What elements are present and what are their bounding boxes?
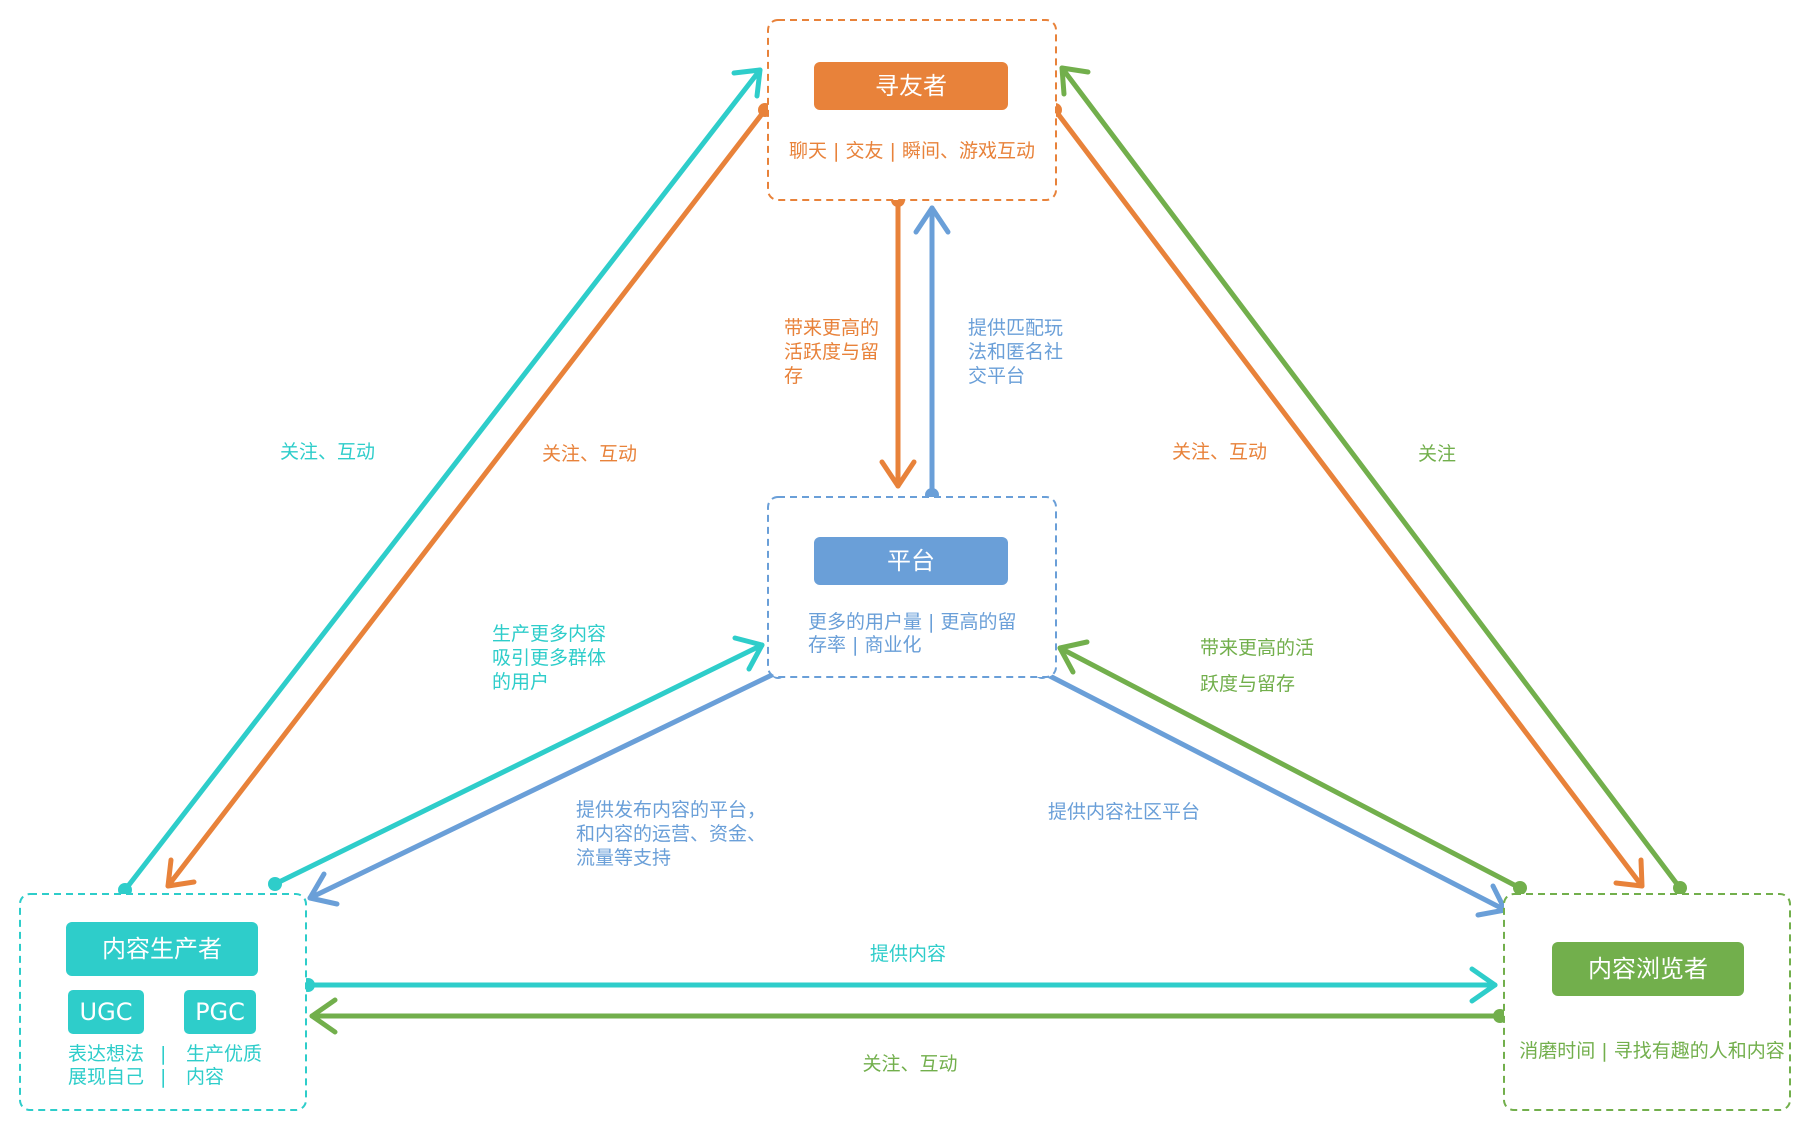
label-platform-to-producer-line-2: 和内容的运营、资金、 bbox=[576, 823, 766, 845]
label-producer-to-browser: 提供内容 bbox=[870, 943, 946, 965]
ugc-desc-line-2: 展现自己 bbox=[68, 1066, 144, 1088]
ugc-desc-line-1: 表达想法 bbox=[68, 1043, 144, 1065]
node-platform: 平台 更多的用户量 | 更高的留 存率 | 商业化 bbox=[767, 496, 1057, 678]
label-browser-to-seeker: 关注 bbox=[1418, 443, 1456, 465]
seeker-title-pill bbox=[814, 62, 1008, 110]
node-browser: 内容浏览者 消磨时间 | 寻找有趣的人和内容 bbox=[1503, 893, 1791, 1111]
pgc-tag-label: PGC bbox=[195, 998, 245, 1026]
arrow-producer-to-seeker bbox=[118, 67, 763, 897]
producer-desc-separator-2: | bbox=[160, 1066, 166, 1088]
pgc-tag bbox=[184, 990, 256, 1034]
arrow-platform-to-seeker bbox=[913, 205, 951, 502]
seeker-desc: 聊天 | 交友 | 瞬间、游戏互动 bbox=[789, 140, 1035, 162]
label-platform-to-seeker-line-2: 法和匿名社 bbox=[968, 341, 1063, 363]
node-producer: 内容生产者 UGC PGC 表达想法 展现自己 | | 生产优质 内容 bbox=[19, 893, 307, 1111]
arrow-seeker-to-producer bbox=[165, 103, 772, 889]
platform-title: 平台 bbox=[887, 547, 935, 575]
browser-frame bbox=[1503, 893, 1791, 1111]
arrow-seeker-to-platform bbox=[879, 193, 917, 489]
label-seeker-to-producer: 关注、互动 bbox=[542, 443, 637, 465]
label-seeker-to-browser: 关注、互动 bbox=[1172, 441, 1267, 463]
browser-title-pill bbox=[1552, 942, 1744, 996]
platform-desc-line-1: 更多的用户量 | 更高的留 bbox=[808, 611, 1016, 633]
edge-labels: 关注、互动 关注、互动 带来更高的 活跃度与留 存 提供匹配玩 法和匿名社 交平… bbox=[280, 317, 1456, 1075]
arrow-platform-to-browser bbox=[1035, 665, 1508, 918]
label-browser-to-platform-line-1: 带来更高的活 bbox=[1200, 637, 1314, 659]
node-seeker: 寻友者 聊天 | 交友 | 瞬间、游戏互动 bbox=[767, 19, 1057, 201]
platform-desc-line-2: 存率 | 商业化 bbox=[808, 634, 921, 656]
label-producer-to-seeker: 关注、互动 bbox=[280, 441, 375, 463]
label-seeker-to-platform-line-1: 带来更高的 bbox=[784, 317, 879, 339]
producer-desc-separator-1: | bbox=[160, 1043, 166, 1065]
pgc-desc-line-2: 内容 bbox=[186, 1066, 224, 1088]
label-platform-to-producer-line-1: 提供发布内容的平台， bbox=[576, 799, 766, 821]
label-platform-to-browser: 提供内容社区平台 bbox=[1048, 801, 1200, 823]
label-platform-to-seeker-line-3: 交平台 bbox=[968, 365, 1025, 387]
arrow-browser-to-platform bbox=[1057, 639, 1527, 895]
ugc-tag bbox=[68, 990, 144, 1034]
pgc-desc-line-1: 生产优质 bbox=[186, 1043, 262, 1065]
arrow-platform-to-producer bbox=[307, 665, 785, 907]
arrow-seeker-to-browser bbox=[1048, 103, 1645, 889]
platform-title-pill bbox=[814, 537, 1008, 585]
label-browser-to-platform-line-2: 跃度与留存 bbox=[1200, 673, 1295, 695]
label-producer-to-platform-line-2: 吸引更多群体 bbox=[492, 647, 606, 669]
label-browser-to-producer: 关注、互动 bbox=[862, 1053, 957, 1075]
browser-title: 内容浏览者 bbox=[1588, 955, 1708, 983]
arrow-producer-to-browser bbox=[301, 966, 1498, 1004]
label-platform-to-seeker-line-1: 提供匹配玩 bbox=[968, 317, 1063, 339]
arrow-browser-to-seeker bbox=[1059, 65, 1687, 895]
label-seeker-to-platform-line-3: 存 bbox=[784, 365, 803, 387]
producer-title: 内容生产者 bbox=[102, 935, 222, 963]
arrows bbox=[118, 65, 1687, 1035]
label-platform-to-producer-line-3: 流量等支持 bbox=[576, 847, 671, 869]
label-producer-to-platform-line-3: 的用户 bbox=[492, 671, 549, 693]
seeker-title: 寻友者 bbox=[875, 72, 947, 100]
ugc-tag-label: UGC bbox=[80, 998, 133, 1026]
label-seeker-to-platform-line-2: 活跃度与留 bbox=[784, 341, 879, 363]
browser-desc: 消磨时间 | 寻找有趣的人和内容 bbox=[1519, 1040, 1784, 1062]
producer-title-pill bbox=[66, 922, 258, 976]
label-producer-to-platform-line-1: 生产更多内容 bbox=[492, 623, 606, 645]
arrow-browser-to-producer bbox=[309, 997, 1507, 1035]
arrow-producer-to-platform bbox=[268, 635, 765, 891]
